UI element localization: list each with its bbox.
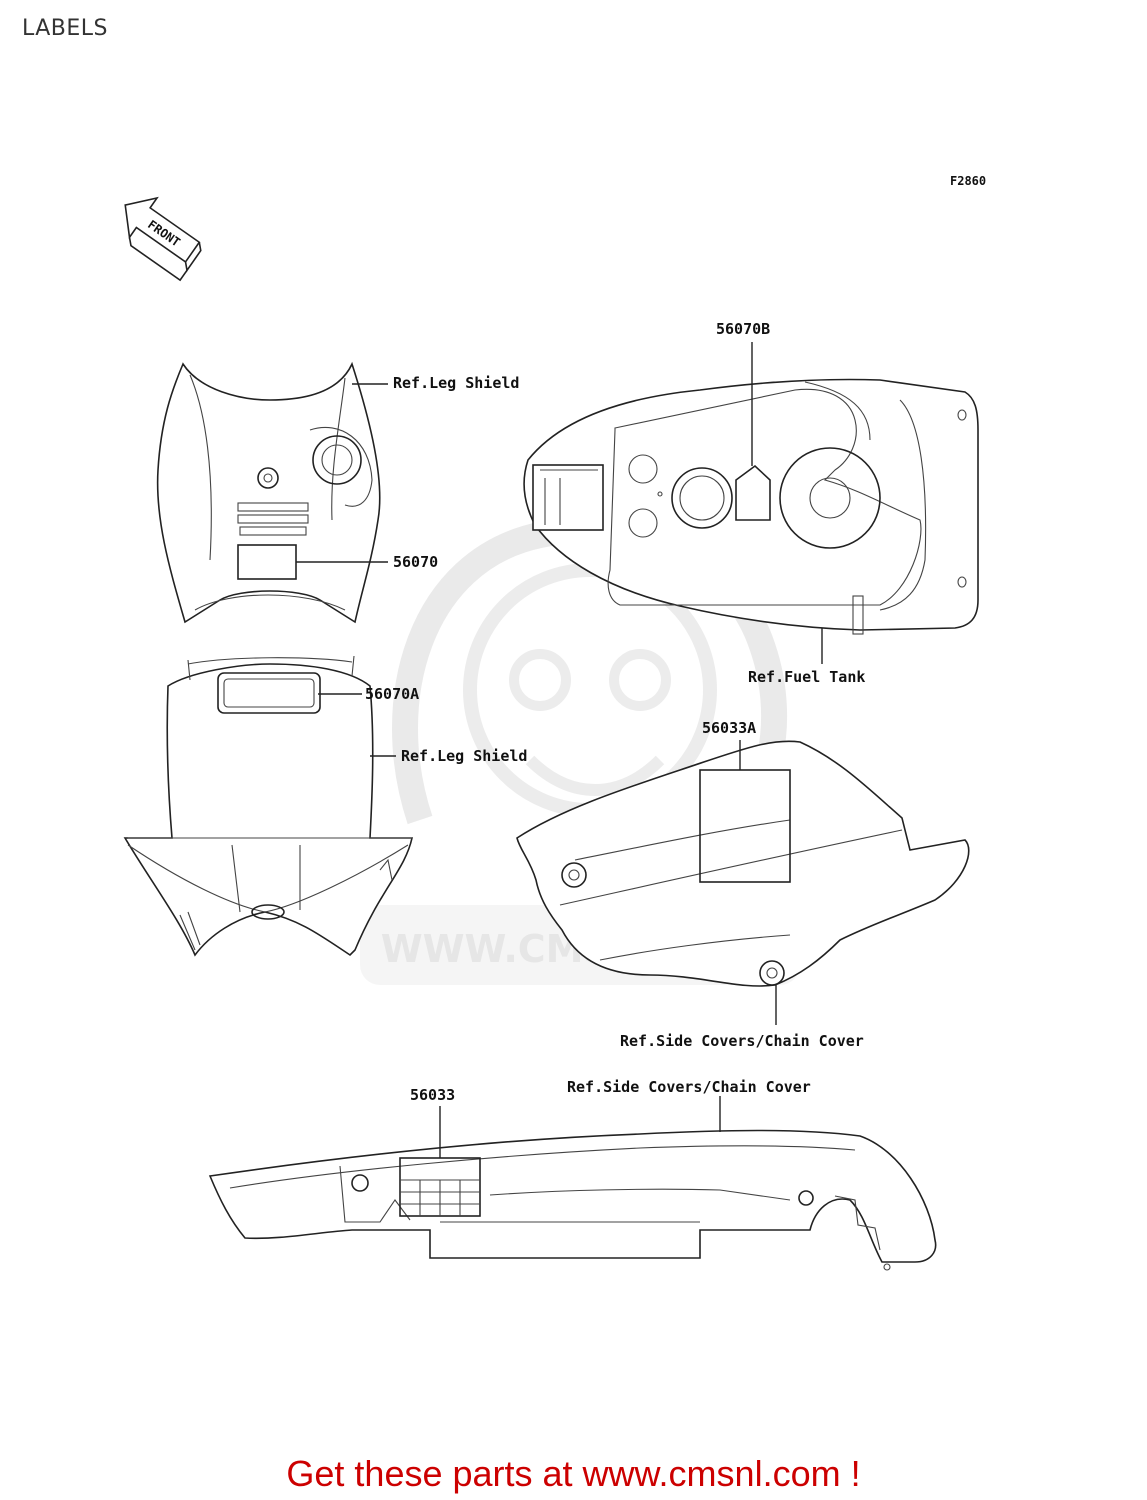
front-arrow-icon: FRONT <box>124 196 202 282</box>
footer-promo-link[interactable]: Get these parts at www.cmsnl.com ! <box>286 1453 861 1494</box>
callout-ref-fuel-tank: Ref.Fuel Tank <box>748 668 865 686</box>
callout-56033: 56033 <box>410 1086 455 1104</box>
callout-56070: 56070 <box>393 553 438 571</box>
leg-shield-front-part <box>156 361 381 624</box>
callout-56070b: 56070B <box>716 320 770 338</box>
label-56070b-sticker <box>735 464 771 521</box>
chain-cover-part <box>208 1129 937 1271</box>
page-title: LABELS <box>22 16 109 41</box>
fuel-tank-part <box>523 378 979 635</box>
label-56033a-sticker <box>699 769 791 883</box>
leg-shield-rear-part <box>123 655 413 957</box>
callout-56033a: 56033A <box>702 719 756 737</box>
callout-56070a: 56070A <box>365 685 419 703</box>
side-cover-part <box>516 740 970 987</box>
callout-ref-side-covers-1: Ref.Side Covers/Chain Cover <box>620 1032 864 1050</box>
figure-code: F2860 <box>950 174 986 188</box>
exploded-diagram: WWW.CMSNL.COM F2860 FRONT <box>123 174 986 1271</box>
label-56070a-sticker <box>217 672 321 714</box>
callout-ref-leg-shield-1: Ref.Leg Shield <box>393 374 519 392</box>
callout-ref-side-covers-2: Ref.Side Covers/Chain Cover <box>567 1078 811 1096</box>
callout-ref-leg-shield-2: Ref.Leg Shield <box>401 747 527 765</box>
